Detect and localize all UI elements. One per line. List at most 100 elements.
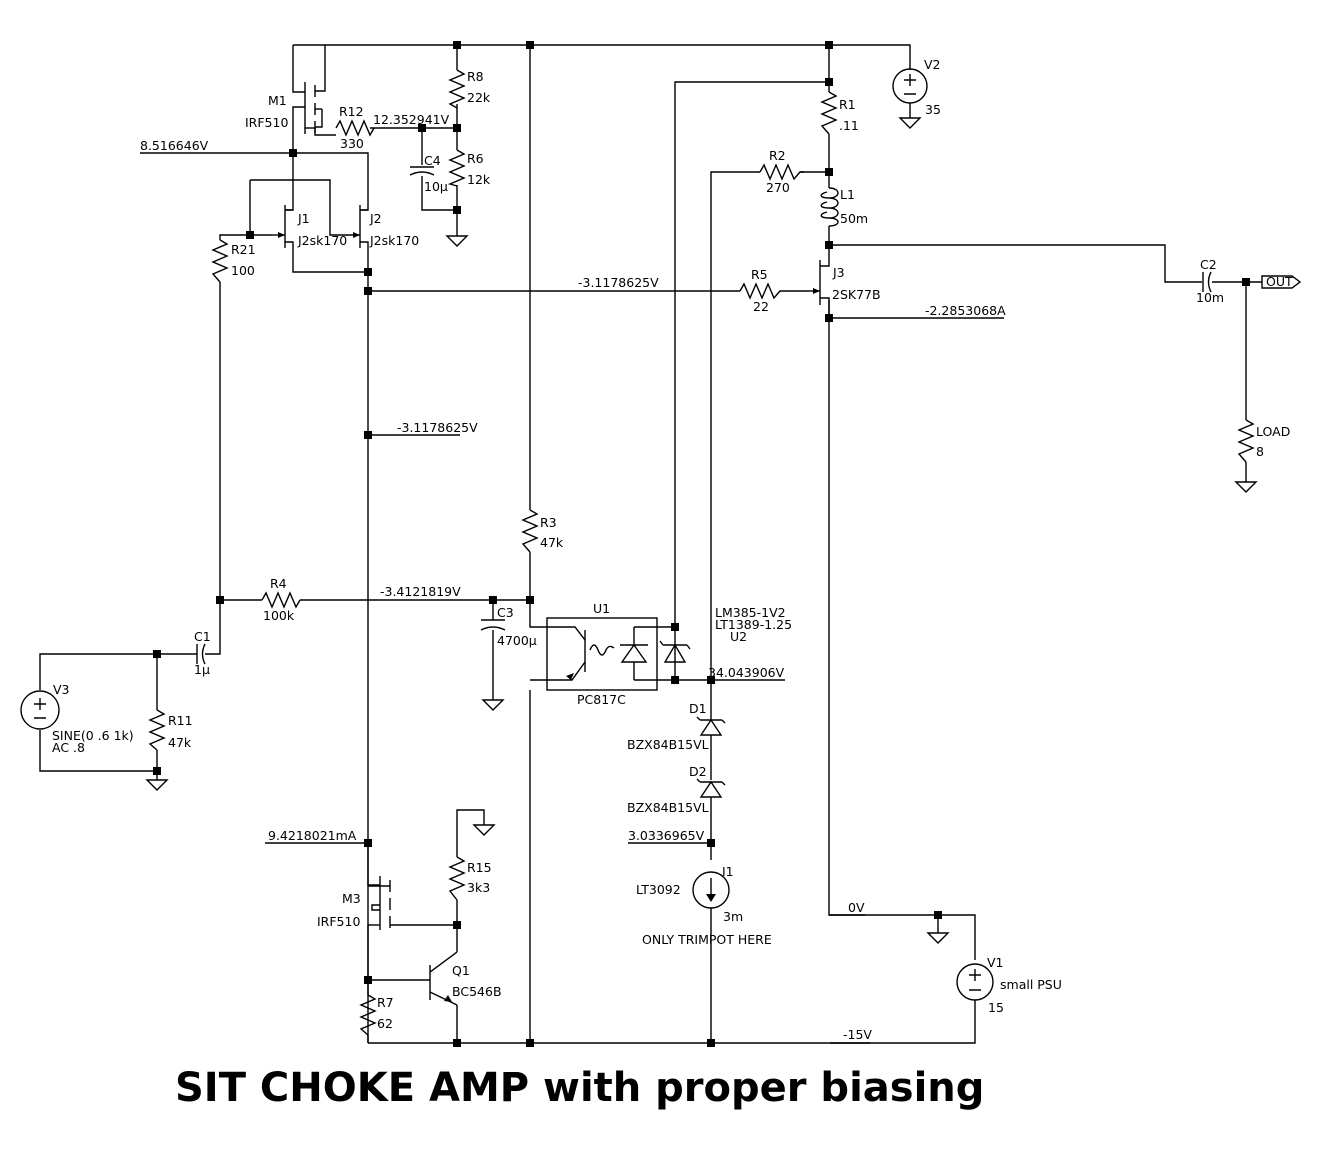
jfet-j2: J2 J2sk170 (343, 205, 419, 248)
r5-value: 22 (753, 299, 769, 314)
resistor-r4: R4 100k (261, 576, 301, 623)
q1-value: BC546B (452, 984, 502, 999)
capacitor-c2: C2 10m (1196, 257, 1224, 305)
voltage-source-v2: V2 35 (892, 57, 941, 129)
r7-value: 62 (377, 1016, 393, 1031)
r12-ref: R12 (339, 104, 364, 119)
c3-ref: C3 (497, 605, 514, 620)
m1-ref: M1 (268, 93, 287, 108)
r4-ref: R4 (270, 576, 287, 591)
j2-ref: J2 (369, 211, 382, 226)
net-label: 0V (848, 900, 865, 915)
d2-ref: D2 (689, 764, 707, 779)
c1-value: 1µ (194, 662, 210, 677)
reference-diode-u2: LM385-1V2 LT1389-1.25 U2 (659, 605, 792, 680)
net-label: 8.516646V (140, 138, 209, 153)
net-labels: 12.352941V 8.516646V -3.1178625V -2.2853… (140, 112, 1006, 1042)
resistor-r2: R2 270 (759, 148, 804, 195)
ground-icon (445, 235, 469, 247)
resistor-r11: R11 47k (145, 709, 193, 791)
c2-value: 10m (1196, 290, 1224, 305)
resistor-r8: R8 22k (448, 69, 491, 109)
d2-value: BZX84B15VL (627, 800, 709, 815)
u1-ref: U1 (593, 601, 610, 616)
load-ref: LOAD (1256, 424, 1290, 439)
net-label: -3.1178625V (397, 420, 478, 435)
junctions (153, 41, 1250, 1047)
v1-note: small PSU (1000, 977, 1062, 992)
resistor-r3: R3 47k (521, 509, 564, 553)
resistor-r12: R12 330 (335, 104, 375, 151)
c3-value: 4700µ (497, 633, 537, 648)
optocoupler-u1: U1 PC817C (530, 601, 658, 707)
resistor-r15: R15 3k3 (448, 824, 496, 901)
v2-ref: V2 (924, 57, 941, 72)
r8-value: 22k (467, 90, 491, 105)
resistor-r7: R7 62 (359, 994, 394, 1036)
c4-value: 10µ (424, 179, 448, 194)
m3-value: IRF510 (317, 914, 360, 929)
net-label: 12.352941V (373, 112, 450, 127)
schematic-title: SIT CHOKE AMP with proper biasing (175, 1065, 984, 1111)
r6-ref: R6 (467, 151, 484, 166)
load-value: 8 (1256, 444, 1264, 459)
v3-value: SINE(0 .6 1k) (52, 728, 134, 743)
r6-value: 12k (467, 172, 491, 187)
resistor-r21: R21 100 (211, 239, 256, 283)
j2-value: J2sk170 (369, 233, 419, 248)
r15-ref: R15 (467, 860, 492, 875)
c4-ref: C4 (424, 153, 441, 168)
v1-value: 15 (988, 1000, 1004, 1015)
u1-value: PC817C (577, 692, 626, 707)
r3-value: 47k (540, 535, 564, 550)
q1-ref: Q1 (452, 963, 470, 978)
capacitor-c3: C3 4700µ (480, 605, 537, 711)
mosfet-m1: M1 IRF510 (245, 45, 326, 134)
zener-d2: D2 BZX84B15VL (627, 764, 726, 815)
net-label: 9.4218021mA (268, 828, 357, 843)
j1-ref: J1 (297, 211, 310, 226)
r11-value: 47k (168, 735, 192, 750)
net-label: -15V (843, 1027, 872, 1042)
jfet-j3: J3 2SK77B (810, 260, 881, 318)
r15-value: 3k3 (467, 880, 490, 895)
capacitor-c1: C1 1µ (194, 629, 211, 677)
net-label: 3.0336965V (628, 828, 705, 843)
i1-ref: I1 (722, 864, 734, 879)
c2-ref: C2 (1200, 257, 1217, 272)
out-port: OUT (1261, 274, 1302, 289)
u2-value: LM385-1V2 (715, 605, 786, 620)
transistor-q1: Q1 BC546B (429, 951, 502, 1006)
resistor-r5: R5 22 (739, 267, 782, 314)
voltage-source-v3: V3 SINE(0 .6 1k) AC .8 (20, 682, 134, 755)
l1-value: 50m (840, 211, 868, 226)
trimpot-note: ONLY TRIMPOT HERE (642, 932, 772, 947)
net-label: -3.1178625V (578, 275, 659, 290)
r11-ref: R11 (168, 713, 193, 728)
v1-ref: V1 (987, 955, 1004, 970)
current-source-i1: I1 LT3092 3m ONLY TRIMPOT HERE (636, 864, 772, 947)
r3-ref: R3 (540, 515, 557, 530)
r12-value: 330 (340, 136, 364, 151)
jfet-j1: J1 J2sk170 (272, 205, 347, 248)
l1-ref: L1 (840, 187, 855, 202)
i1-value: 3m (723, 909, 743, 924)
net-label: -2.2853068A (925, 303, 1006, 318)
m1-value: IRF510 (245, 115, 288, 130)
r1-value: .11 (839, 118, 859, 133)
j1-value: J2sk170 (297, 233, 347, 248)
d1-value: BZX84B15VL (627, 737, 709, 752)
capacitor-c4: C4 10µ (409, 153, 448, 194)
out-port-label: OUT (1266, 274, 1293, 289)
r2-ref: R2 (769, 148, 786, 163)
j3-value: 2SK77B (832, 287, 881, 302)
c1-ref: C1 (194, 629, 211, 644)
resistor-load: LOAD 8 (1234, 419, 1290, 493)
inductor-l1: L1 50m (820, 187, 868, 227)
r2-value: 270 (766, 180, 790, 195)
v3-value2: AC .8 (52, 740, 85, 755)
u2-ref: U2 (730, 629, 747, 644)
r4-value: 100k (263, 608, 295, 623)
r21-ref: R21 (231, 242, 256, 257)
